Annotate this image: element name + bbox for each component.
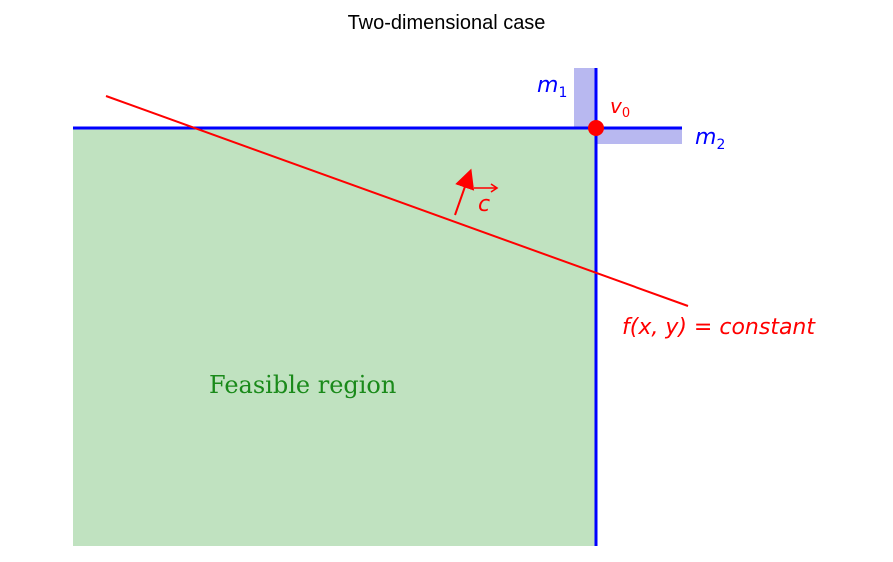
vertex-v0 [588,120,604,136]
m2-shade [596,128,682,144]
v0-label-sub: 0 [622,106,630,121]
m1-shade [574,68,596,128]
v0-label: v0 [610,94,630,121]
m1-label-base: m [537,73,558,98]
objective-label: f(x, y) = constant [622,315,816,340]
c-vector-arrow [454,168,475,216]
feasible-region-label: Feasible region [209,371,396,399]
feasible-region [73,128,596,546]
m2-label-base: m [695,125,716,150]
c-vector-overline-head [490,183,499,193]
m1-label-sub: 1 [558,85,567,101]
objective-line [105,95,689,307]
diagram-title: Two-dimensional case [347,12,546,34]
m2-label-sub: 2 [716,137,725,153]
m2-label: m2 [695,125,725,153]
v0-label-base: v [610,94,623,118]
m1-label: m1 [537,73,567,101]
c-vector-label: c [478,192,490,217]
